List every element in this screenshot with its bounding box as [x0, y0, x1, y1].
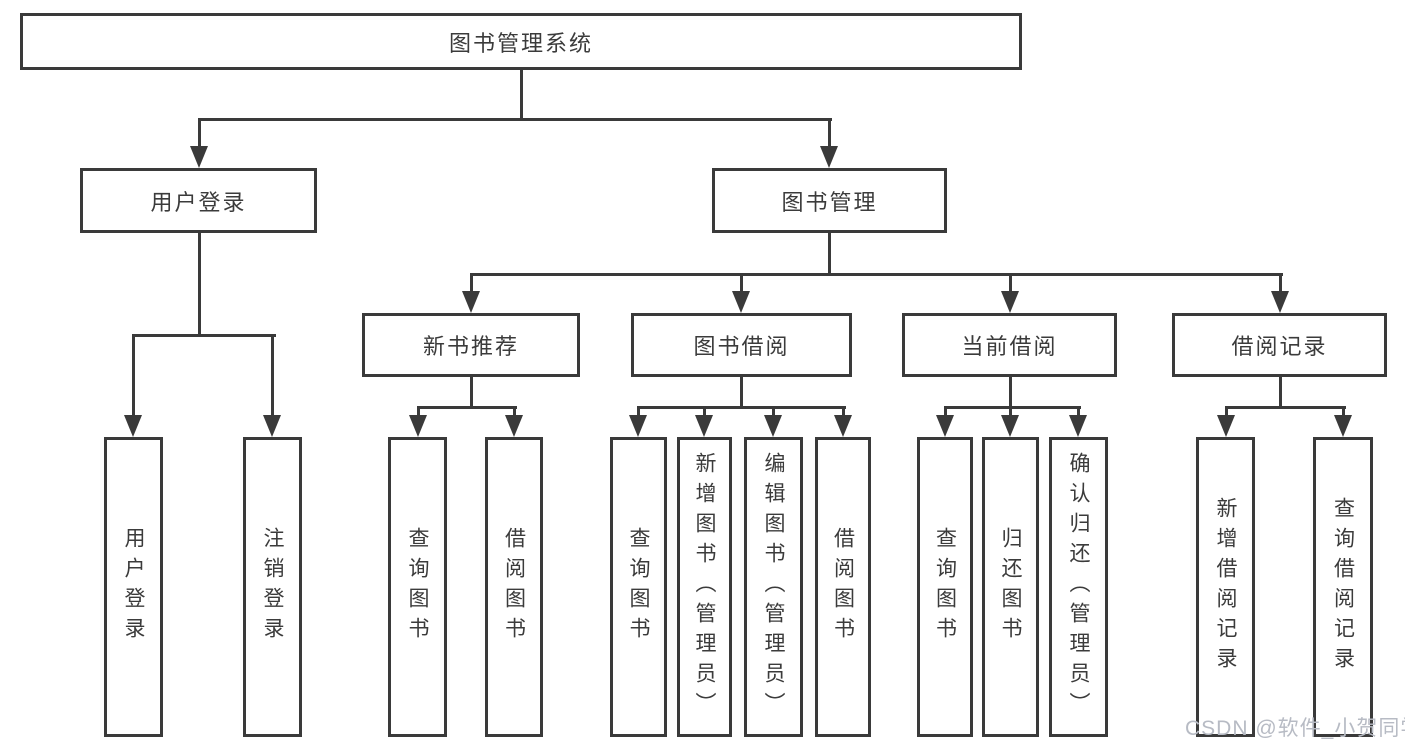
connector-line [1008, 273, 1012, 300]
leaf-borrow-books-2: 借阅图书 [815, 437, 871, 737]
connector-line [636, 406, 846, 409]
connector-line [636, 406, 640, 420]
connector-line [943, 406, 947, 420]
arrow-down-icon [1271, 291, 1289, 313]
node-new-book-recommend-label: 新书推荐 [422, 334, 519, 359]
leaf-user-login: 用户登录 [104, 437, 163, 737]
node-user-login-label: 用户登录 [150, 189, 247, 215]
node-borrow-records: 借阅记录 [1172, 313, 1387, 377]
connector-line [739, 377, 743, 409]
connector-line [1278, 273, 1282, 300]
connector-line [841, 406, 845, 420]
node-user-login: 用户登录 [80, 168, 317, 233]
arrow-down-icon [1001, 291, 1019, 313]
arrow-down-icon [820, 146, 838, 168]
arrow-down-icon [629, 415, 647, 437]
arrow-down-icon [462, 291, 480, 313]
node-new-book-recommend: 新书推荐 [362, 313, 580, 377]
connector-line [469, 377, 473, 409]
connector-line [197, 233, 201, 337]
connector-line [1008, 377, 1012, 409]
leaf-borrow-books-recommend-label: 借阅图书 [502, 527, 526, 647]
arrow-down-icon [1069, 415, 1087, 437]
leaf-add-borrow-record: 新增借阅记录 [1196, 437, 1255, 737]
connector-line [771, 406, 775, 420]
connector-line [416, 406, 420, 420]
leaf-add-book-admin: 新增图书（管理员） [677, 437, 732, 737]
arrow-down-icon [936, 415, 954, 437]
arrow-down-icon [505, 415, 523, 437]
node-library-system-label: 图书管理系统 [448, 30, 593, 56]
connector-line [270, 334, 274, 420]
arrow-down-icon [409, 415, 427, 437]
leaf-query-books-current: 查询图书 [917, 437, 973, 737]
leaf-return-book: 归还图书 [982, 437, 1039, 737]
connector-line [416, 406, 517, 409]
leaf-query-books-recommend: 查询图书 [388, 437, 447, 737]
leaf-borrow-books-recommend: 借阅图书 [485, 437, 543, 737]
leaf-edit-book-admin-label: 编辑图书（管理员） [762, 452, 785, 722]
connector-line [827, 233, 831, 276]
leaf-query-borrow-record: 查询借阅记录 [1313, 437, 1373, 737]
arrow-down-icon [732, 291, 750, 313]
node-book-management: 图书管理 [712, 168, 947, 233]
watermark: CSDN @软件_小贺同学 [1185, 717, 1405, 740]
connector-line [469, 273, 473, 300]
node-current-borrow: 当前借阅 [902, 313, 1117, 377]
node-book-management-label: 图书管理 [781, 189, 878, 215]
leaf-borrow-books-2-label: 借阅图书 [831, 527, 855, 647]
leaf-confirm-return-admin: 确认归还（管理员） [1049, 437, 1108, 737]
leaf-query-borrow-record-label: 查询借阅记录 [1331, 497, 1355, 677]
connector-line [1224, 406, 1346, 409]
node-library-system: 图书管理系统 [20, 13, 1022, 70]
node-book-borrow: 图书借阅 [631, 313, 852, 377]
arrow-down-icon [695, 415, 713, 437]
node-borrow-records-label: 借阅记录 [1231, 334, 1328, 359]
connector-line [512, 406, 516, 420]
leaf-confirm-return-admin-label: 确认归还（管理员） [1067, 452, 1090, 722]
connector-line [1341, 406, 1345, 420]
connector-line [1076, 406, 1080, 420]
connector-line [702, 406, 706, 420]
leaf-query-books-borrow: 查询图书 [610, 437, 667, 737]
arrow-down-icon [834, 415, 852, 437]
arrow-down-icon [263, 415, 281, 437]
connector-line [131, 334, 276, 337]
arrow-down-icon [764, 415, 782, 437]
leaf-logout-label: 注销登录 [261, 527, 284, 647]
leaf-add-borrow-record-label: 新增借阅记录 [1214, 497, 1237, 677]
connector-line [1224, 406, 1228, 420]
connector-line [197, 118, 201, 150]
arrow-down-icon [190, 146, 208, 168]
leaf-add-book-admin-label: 新增图书（管理员） [693, 452, 716, 722]
leaf-user-login-label: 用户登录 [122, 527, 145, 647]
leaf-query-books-current-label: 查询图书 [933, 527, 957, 647]
connector-line [197, 118, 832, 121]
leaf-return-book-label: 归还图书 [999, 527, 1022, 647]
connector-line [131, 334, 135, 420]
node-current-borrow-label: 当前借阅 [961, 334, 1058, 359]
leaf-query-books-recommend-label: 查询图书 [406, 527, 429, 647]
arrow-down-icon [1334, 415, 1352, 437]
arrow-down-icon [1001, 415, 1019, 437]
leaf-query-books-borrow-label: 查询图书 [627, 527, 650, 647]
connector-line [943, 406, 1081, 409]
connector-line [1008, 406, 1012, 420]
connector-line [739, 273, 743, 300]
arrow-down-icon [124, 415, 142, 437]
connector-line [469, 273, 1283, 276]
arrow-down-icon [1217, 415, 1235, 437]
leaf-edit-book-admin: 编辑图书（管理员） [744, 437, 803, 737]
node-book-borrow-label: 图书借阅 [693, 334, 790, 359]
leaf-logout: 注销登录 [243, 437, 302, 737]
connector-line [827, 118, 831, 150]
connector-line [519, 70, 523, 121]
connector-line [1278, 377, 1282, 409]
